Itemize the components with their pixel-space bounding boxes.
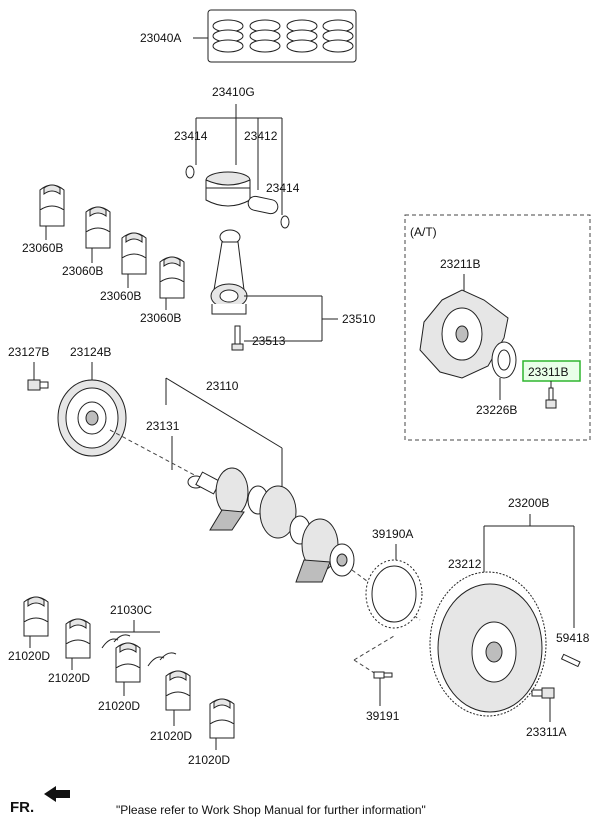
label-main-bearing-lower-1[interactable]: 21020D: [8, 649, 50, 663]
label-piston-pin[interactable]: 23412: [244, 129, 278, 143]
label-main-bearing-upper-1[interactable]: 23060B: [22, 241, 63, 255]
label-main-bearing-lower-2[interactable]: 21020D: [48, 671, 90, 685]
label-rod-bolt[interactable]: 23513: [252, 334, 286, 348]
main-bearing-lower-3[interactable]: [115, 642, 141, 683]
drive-plate-bolt[interactable]: [545, 387, 557, 409]
label-target-wheel[interactable]: 39190A: [372, 527, 413, 541]
label-crankshaft[interactable]: 23110: [206, 379, 239, 393]
main-bearing-upper-1[interactable]: [39, 184, 65, 227]
piston[interactable]: [205, 171, 251, 207]
thrust-washer-4[interactable]: [159, 652, 177, 661]
label-at: (A/T): [410, 225, 437, 239]
footer-note: "Please refer to Work Shop Manual for fu…: [116, 803, 426, 817]
label-pulley-bolt[interactable]: 23127B: [8, 345, 49, 359]
main-bearing-lower-5[interactable]: [209, 698, 235, 739]
main-bearing-lower-4[interactable]: [165, 670, 191, 711]
label-main-bearing-lower-4[interactable]: 21020D: [150, 729, 192, 743]
label-dowel-pin[interactable]: 59418: [556, 631, 590, 645]
piston-pin[interactable]: [247, 195, 279, 215]
main-bearing-upper-3[interactable]: [121, 232, 147, 275]
crankshaft[interactable]: [187, 467, 355, 583]
label-main-bearing-upper-2[interactable]: 23060B: [62, 264, 103, 278]
drive-plate[interactable]: [419, 289, 509, 379]
snap-ring-right[interactable]: [280, 215, 290, 229]
label-ring-gear[interactable]: 23212: [448, 557, 482, 571]
adapter-plate[interactable]: [491, 341, 517, 379]
label-main-bearing-lower-3[interactable]: 21020D: [98, 699, 140, 713]
label-drive-plate-bolt[interactable]: 23311B: [528, 365, 568, 379]
label-snap-ring-left[interactable]: 23414: [174, 129, 208, 143]
dowel-pin[interactable]: [560, 653, 581, 668]
connecting-rod[interactable]: [210, 229, 248, 315]
thrust-washer-2[interactable]: [113, 634, 131, 643]
arrow-front-icon: [44, 786, 70, 802]
label-piston-pin-assy[interactable]: 23410G: [212, 85, 255, 99]
piston-ring-set[interactable]: [207, 9, 357, 63]
label-connecting-rod[interactable]: 23510: [342, 312, 376, 326]
label-piston-ring-set[interactable]: 23040A: [140, 31, 181, 45]
main-bearing-upper-2[interactable]: [85, 206, 111, 249]
main-bearing-upper-4[interactable]: [159, 256, 185, 299]
pulley-bolt[interactable]: [27, 379, 49, 391]
label-main-bearing-lower-5[interactable]: 21020D: [188, 753, 230, 767]
label-flywheel-bolt[interactable]: 23311A: [526, 725, 566, 739]
label-damper-pulley[interactable]: 23124B: [70, 345, 111, 359]
target-wheel-screw[interactable]: [373, 671, 393, 679]
damper-pulley[interactable]: [57, 379, 127, 457]
front-marker: FR.: [10, 799, 34, 816]
flywheel[interactable]: [429, 571, 547, 717]
label-main-bearing-upper-3[interactable]: 23060B: [100, 289, 141, 303]
at-group-box: [404, 214, 591, 441]
label-drive-plate[interactable]: 23211B: [440, 257, 480, 271]
rod-bolt[interactable]: [231, 325, 244, 351]
label-crank-key[interactable]: 23131: [146, 419, 180, 433]
label-target-wheel-screw[interactable]: 39191: [366, 709, 400, 723]
target-wheel[interactable]: [365, 559, 423, 629]
flywheel-bolt[interactable]: [531, 687, 555, 699]
label-flywheel-assy[interactable]: 23200B: [508, 496, 549, 510]
snap-ring-left[interactable]: [185, 165, 195, 179]
main-bearing-lower-2[interactable]: [65, 618, 91, 659]
label-snap-ring-right[interactable]: 23414: [266, 181, 300, 195]
main-bearing-lower-1[interactable]: [23, 596, 49, 637]
label-main-bearing-upper-4[interactable]: 23060B: [140, 311, 181, 325]
label-thrust-washer[interactable]: 21030C: [110, 603, 152, 617]
label-adapter-plate[interactable]: 23226B: [476, 403, 517, 417]
